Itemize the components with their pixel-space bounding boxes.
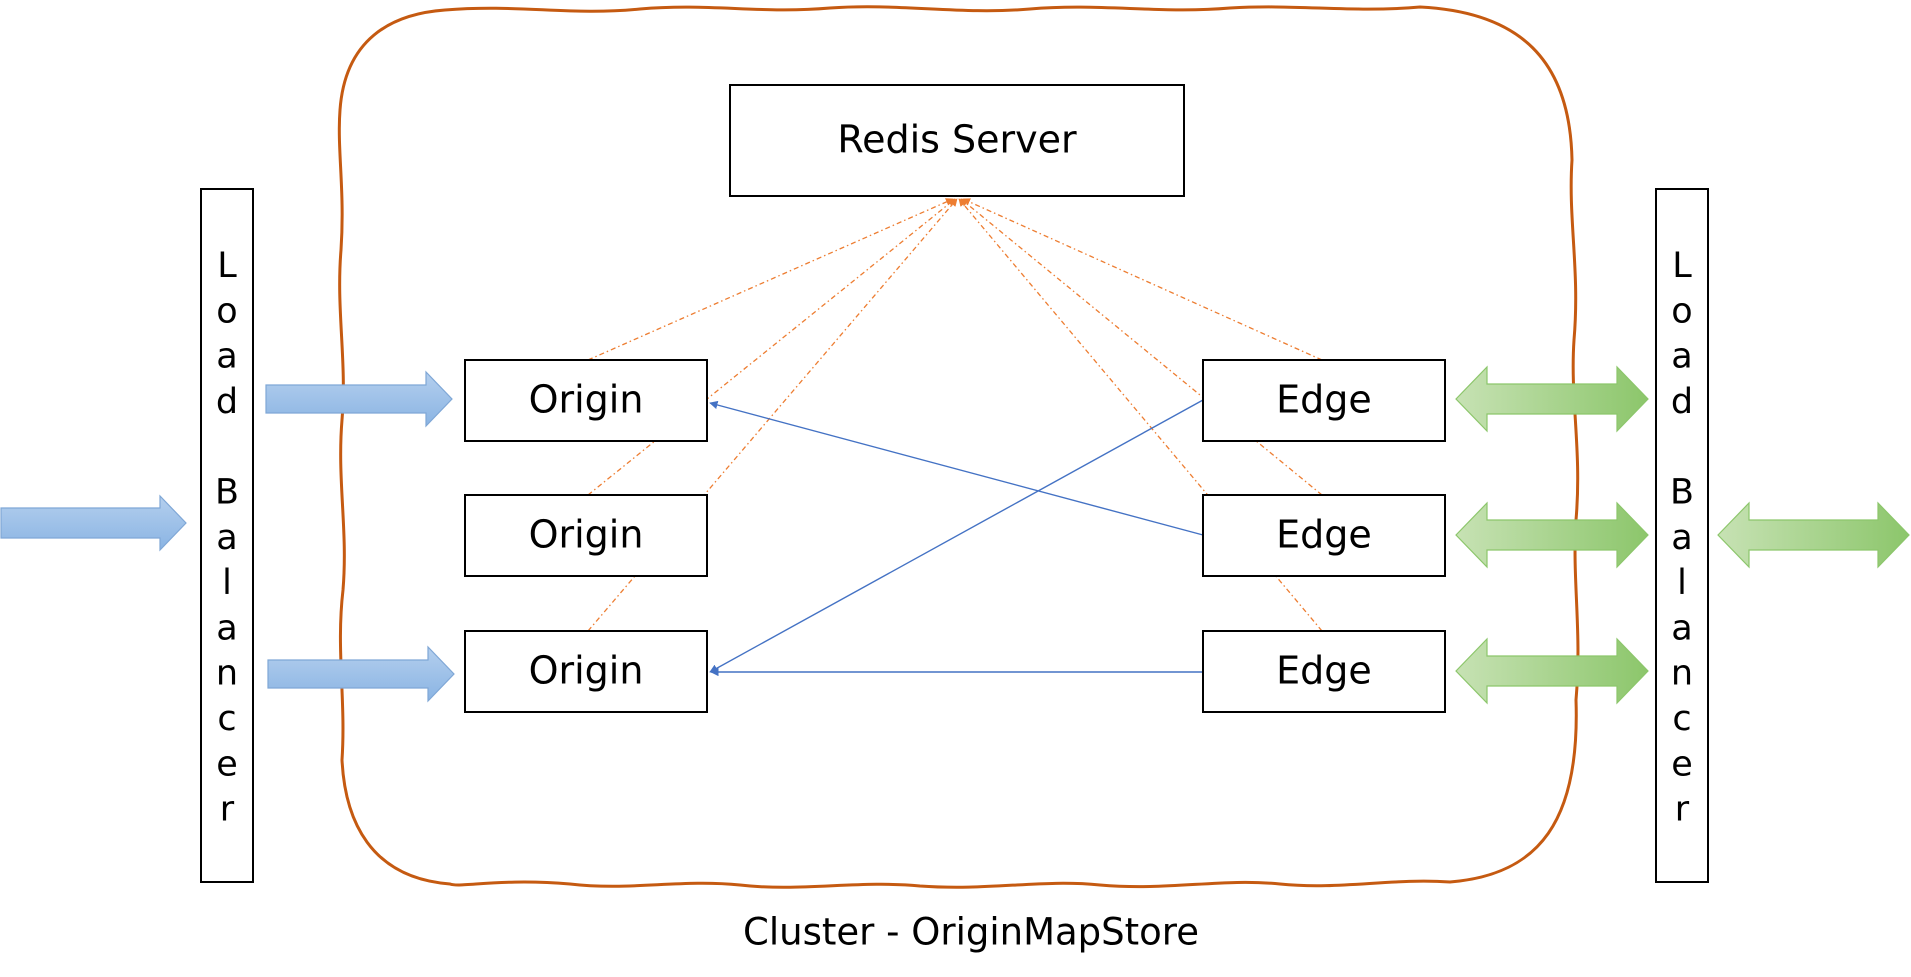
redis-server-node: Redis Server xyxy=(729,84,1185,197)
inbound-arrows xyxy=(0,370,455,703)
link-edge1-origin3 xyxy=(709,399,1204,673)
load-balancer-letter: d xyxy=(216,382,238,422)
load-balancer-letter: r xyxy=(220,790,235,830)
load-balancer-letter: c xyxy=(1672,699,1691,739)
cluster-caption: Cluster - OriginMapStore xyxy=(743,911,1199,954)
inbound-arrow-origin-1 xyxy=(265,370,453,428)
load-balancer-letter: o xyxy=(216,291,237,331)
load-balancer-letter: n xyxy=(216,654,238,694)
load-balancer-letter: a xyxy=(216,337,237,377)
load-balancer-letter: o xyxy=(1671,291,1692,331)
edge-to-origin-links xyxy=(709,399,1204,677)
bidirectional-arrows xyxy=(1455,365,1910,705)
bidirectional-arrow-edge-1 xyxy=(1455,365,1649,433)
load-balancer-letter: L xyxy=(1672,246,1692,286)
edge-node-1: Edge xyxy=(1202,359,1446,442)
load-balancer-letter: e xyxy=(1671,744,1693,784)
redis-link-origin-2 xyxy=(587,198,956,496)
redis-link-origin-3 xyxy=(587,198,958,632)
edge-label: Edge xyxy=(1276,649,1372,693)
edge-node-2: Edge xyxy=(1202,494,1446,577)
link-edge2-origin1 xyxy=(709,400,1204,536)
cluster-boundary xyxy=(337,5,1580,889)
redis-connections xyxy=(587,198,1323,632)
load-balancer-letter: a xyxy=(216,518,237,558)
load-balancer-letter: r xyxy=(1675,790,1690,830)
edge-label: Edge xyxy=(1276,513,1372,557)
load-balancer-letter: a xyxy=(1671,518,1692,558)
inbound-arrow-external xyxy=(0,494,187,552)
load-balancer-letter: d xyxy=(1671,382,1693,422)
redis-link-edge-1 xyxy=(962,198,1323,361)
load-balancer-letter: l xyxy=(222,563,232,603)
edge-label: Edge xyxy=(1276,378,1372,422)
bidirectional-arrow-edge-3 xyxy=(1455,637,1649,705)
load-balancer-letter: B xyxy=(215,473,239,513)
origin-node-2: Origin xyxy=(464,494,708,577)
inbound-arrow-origin-3 xyxy=(267,645,455,703)
load-balancer-letter: B xyxy=(1670,473,1694,513)
redis-link-edge-2 xyxy=(960,198,1323,496)
redis-server-label: Redis Server xyxy=(837,118,1077,162)
edge-node-3: Edge xyxy=(1202,630,1446,713)
bidirectional-arrow-external xyxy=(1717,501,1910,569)
load-balancer-letter: L xyxy=(217,246,237,286)
load-balancer-letter: a xyxy=(216,608,237,648)
load-balancer-letter: l xyxy=(1677,563,1687,603)
origin-node-3: Origin xyxy=(464,630,708,713)
load-balancer-letter: n xyxy=(1671,654,1693,694)
load-balancer-letter: e xyxy=(216,744,238,784)
load-balancer-letter: c xyxy=(217,699,236,739)
redis-link-origin-1 xyxy=(587,198,954,361)
load-balancer-letter: a xyxy=(1671,337,1692,377)
origin-label: Origin xyxy=(529,513,644,557)
origin-node-1: Origin xyxy=(464,359,708,442)
origin-label: Origin xyxy=(529,649,644,693)
origin-label: Origin xyxy=(529,378,644,422)
bidirectional-arrow-edge-2 xyxy=(1455,501,1649,569)
load-balancer-letter: a xyxy=(1671,608,1692,648)
